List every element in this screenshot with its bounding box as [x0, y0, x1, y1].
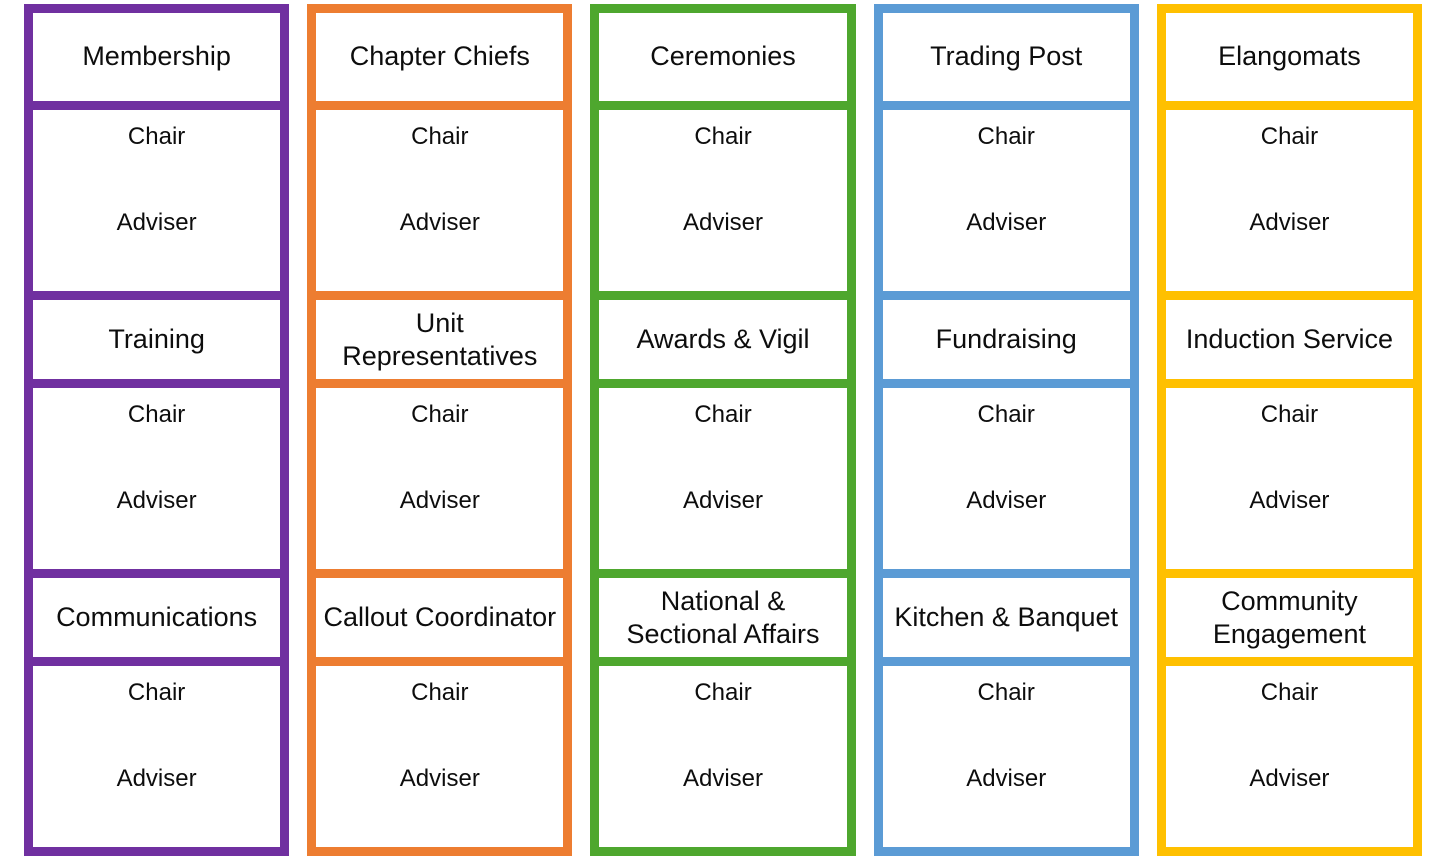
role-chair: Chair — [411, 401, 469, 428]
group-title: Ceremonies — [650, 41, 796, 72]
role-adviser: Adviser — [399, 487, 480, 515]
group-roles-elangomats: Chair Adviser — [1165, 101, 1414, 291]
group-header-kitchen-banquet[interactable]: Kitchen & Banquet — [882, 569, 1130, 657]
role-adviser: Adviser — [682, 765, 764, 793]
group-title: Training — [108, 323, 205, 354]
column-ceremonies: Ceremonies Chair Adviser Awards & Vigil … — [590, 4, 856, 856]
group-title: Fundraising — [935, 323, 1077, 354]
column-elangomats: Elangomats Chair Adviser Induction Servi… — [1156, 4, 1423, 856]
role-chair: Chair — [694, 401, 752, 428]
column-membership: Membership Chair Adviser Training Chair … — [24, 4, 290, 856]
group-title: Chapter Chiefs — [349, 41, 530, 72]
role-chair: Chair — [127, 401, 186, 428]
group-header-communications[interactable]: Communications — [33, 569, 281, 657]
role-chair: Chair — [977, 123, 1035, 150]
group-header-awards-vigil[interactable]: Awards & Vigil — [599, 291, 847, 379]
group-title: Callout Coordinator — [323, 602, 557, 633]
column-chapter-chiefs: Chapter Chiefs Chair Adviser Unit Repres… — [307, 4, 573, 856]
role-chair: Chair — [977, 679, 1035, 706]
role-adviser: Adviser — [116, 765, 197, 793]
group-roles-induction-service: Chair Adviser — [1165, 379, 1414, 569]
role-adviser: Adviser — [966, 765, 1047, 793]
role-chair: Chair — [694, 123, 752, 150]
group-roles-community-engagement: Chair Adviser — [1165, 657, 1414, 847]
group-roles-kitchen-banquet: Chair Adviser — [882, 657, 1130, 847]
group-header-unit-representatives[interactable]: Unit Representatives — [316, 291, 564, 379]
role-adviser: Adviser — [116, 487, 197, 515]
group-roles-trading-post: Chair Adviser — [882, 101, 1130, 291]
group-roles-ceremonies: Chair Adviser — [599, 101, 847, 291]
role-adviser: Adviser — [966, 209, 1047, 237]
role-chair: Chair — [411, 679, 469, 706]
role-adviser: Adviser — [682, 487, 764, 515]
group-roles-fundraising: Chair Adviser — [882, 379, 1130, 569]
group-header-national-sectional-affairs[interactable]: National & Sectional Affairs — [599, 569, 847, 657]
group-roles-membership: Chair Adviser — [33, 101, 281, 291]
group-roles-national-sectional-affairs: Chair Adviser — [599, 657, 847, 847]
group-title: Unit Representatives — [342, 307, 538, 371]
role-adviser: Adviser — [399, 765, 480, 793]
role-chair: Chair — [411, 123, 469, 150]
role-chair: Chair — [977, 401, 1035, 428]
role-adviser: Adviser — [1249, 487, 1330, 515]
role-chair: Chair — [1260, 123, 1319, 150]
group-roles-unit-representatives: Chair Adviser — [316, 379, 564, 569]
group-header-chapter-chiefs[interactable]: Chapter Chiefs — [316, 13, 564, 101]
role-chair: Chair — [127, 123, 186, 150]
group-roles-awards-vigil: Chair Adviser — [599, 379, 847, 569]
group-header-trading-post[interactable]: Trading Post — [882, 13, 1130, 101]
group-title: Community Engagement — [1212, 585, 1366, 649]
role-adviser: Adviser — [1249, 209, 1330, 237]
role-adviser: Adviser — [1249, 765, 1330, 793]
group-title: Awards & Vigil — [636, 323, 810, 354]
role-adviser: Adviser — [116, 209, 197, 237]
group-header-elangomats[interactable]: Elangomats — [1165, 13, 1414, 101]
role-chair: Chair — [127, 679, 186, 706]
group-roles-chapter-chiefs: Chair Adviser — [316, 101, 564, 291]
group-title: Elangomats — [1218, 41, 1361, 72]
group-header-membership[interactable]: Membership — [33, 13, 281, 101]
role-chair: Chair — [1260, 401, 1319, 428]
group-title: Membership — [82, 41, 231, 72]
role-adviser: Adviser — [682, 209, 764, 237]
role-chair: Chair — [1260, 679, 1319, 706]
group-header-ceremonies[interactable]: Ceremonies — [599, 13, 847, 101]
group-header-callout-coordinator[interactable]: Callout Coordinator — [316, 569, 564, 657]
group-header-induction-service[interactable]: Induction Service — [1165, 291, 1414, 379]
group-title: National & Sectional Affairs — [626, 585, 820, 649]
group-title: Communications — [56, 601, 258, 632]
group-roles-communications: Chair Adviser — [33, 657, 281, 847]
role-chair: Chair — [694, 679, 752, 706]
group-roles-training: Chair Adviser — [33, 379, 281, 569]
column-trading-post: Trading Post Chair Adviser Fundraising C… — [873, 4, 1139, 856]
group-roles-callout-coordinator: Chair Adviser — [316, 657, 564, 847]
role-adviser: Adviser — [399, 209, 480, 237]
group-title: Kitchen & Banquet — [894, 601, 1119, 632]
role-adviser: Adviser — [966, 487, 1047, 515]
group-header-community-engagement[interactable]: Community Engagement — [1165, 569, 1414, 657]
group-header-fundraising[interactable]: Fundraising — [882, 291, 1130, 379]
group-title: Induction Service — [1185, 323, 1393, 354]
group-header-training[interactable]: Training — [33, 291, 281, 379]
group-title: Trading Post — [930, 41, 1083, 72]
